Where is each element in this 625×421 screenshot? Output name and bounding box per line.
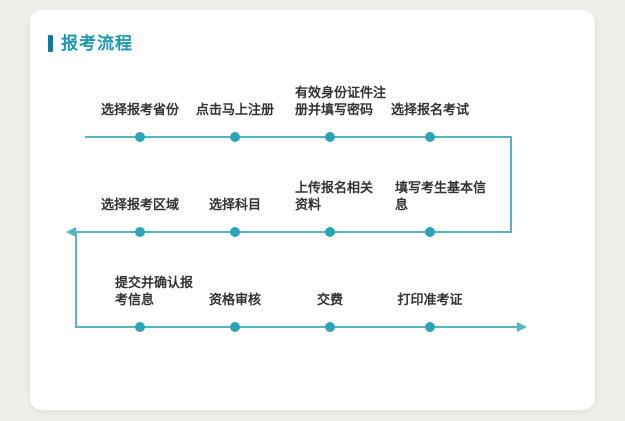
step-dot (325, 227, 335, 237)
step-label: 选择报考区域 (100, 197, 179, 212)
title-accent-bar (48, 35, 53, 52)
step-dot (230, 227, 240, 237)
step-dot (135, 132, 145, 142)
step-label: 交费 (316, 292, 343, 307)
step-label: 上传报名相关资料 (295, 180, 374, 212)
step-label: 有效身份证件注册并填写密码 (295, 85, 387, 117)
arrow-right-icon (517, 322, 527, 332)
step-label: 提交并确认报考信息 (115, 275, 194, 307)
section-title: 报考流程 (61, 34, 133, 53)
step-dot (425, 322, 435, 332)
step-label: 资格审核 (208, 292, 261, 307)
step-dot (425, 132, 435, 142)
step-dot (425, 227, 435, 237)
step-label: 点击马上注册 (195, 102, 274, 117)
flowchart: 选择报考省份 点击马上注册 有效身份证件注册并填写密码 选择报名考试 选择报考区… (30, 10, 595, 410)
flow-connector-left (75, 231, 77, 328)
flow-line-row2 (75, 231, 512, 233)
process-card: 报考流程 选择报考省份 点击马上注册 有效身份证件注册并填写密码 选择报名考试 … (30, 10, 595, 410)
step-label: 打印准考证 (397, 292, 463, 307)
step-dot (325, 132, 335, 142)
step-label: 选择科目 (208, 197, 261, 212)
step-dot (135, 227, 145, 237)
arrow-left-icon (66, 227, 76, 237)
step-dot (325, 322, 335, 332)
step-label: 选择报名考试 (390, 102, 469, 117)
section-header: 报考流程 (48, 35, 133, 52)
step-label: 填写考生基本信息 (395, 180, 487, 212)
step-dot (230, 132, 240, 142)
step-dot (135, 322, 145, 332)
flow-line-row1 (85, 136, 512, 138)
step-dot (230, 322, 240, 332)
flow-line-row3 (75, 326, 517, 328)
flow-connector-right (510, 136, 512, 233)
step-label: 选择报考省份 (100, 102, 179, 117)
